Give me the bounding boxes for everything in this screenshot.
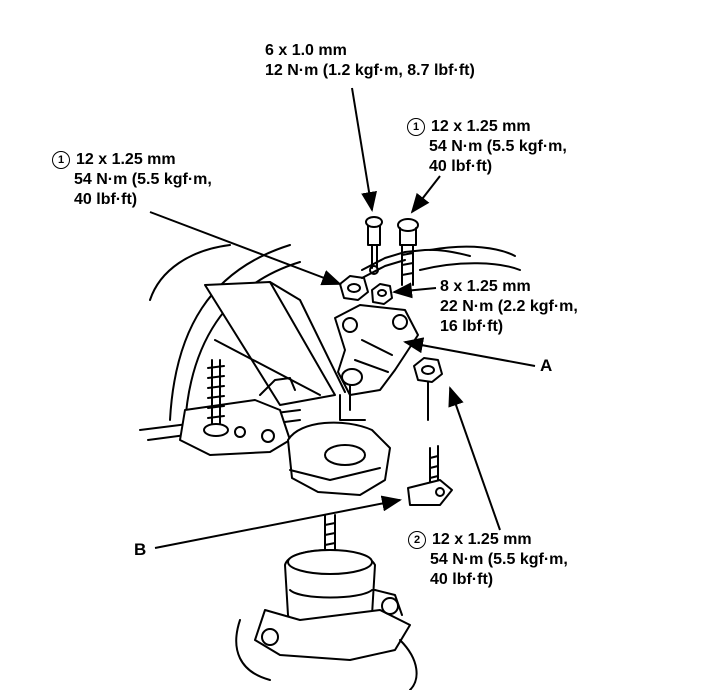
top-bolt-torque: 12 N·m (1.2 kgf·m, 8.7 lbf·ft) xyxy=(265,62,475,79)
upper-right-bolt-callout: 1 12 x 1.25 mm 54 N·m (5.5 kgf·m, 40 lbf·ft… xyxy=(407,117,567,177)
mid-nut-size: 8 x 1.25 mm xyxy=(440,278,531,295)
top-bolt-callout: 6 x 1.0 mm 12 N·m (1.2 kgf·m, 8.7 lbf·ft) xyxy=(265,41,475,81)
mid-nut-torque-lbf: 16 lbf·ft) xyxy=(440,318,504,335)
upper-right-bolt xyxy=(397,218,419,286)
part-label-a: A xyxy=(540,356,553,375)
upper-right-bolt-torque-lbf: 40 lbf·ft) xyxy=(429,158,493,175)
lower-right-nut-size: 12 x 1.25 mm xyxy=(432,531,532,548)
mid-nut-torque: 22 N·m (2.2 kgf·m, xyxy=(440,298,578,315)
frame-bracket xyxy=(179,359,296,456)
flange-nut-right xyxy=(413,357,443,421)
upper-right-bolt-torque: 54 N·m (5.5 kgf·m, xyxy=(429,138,567,155)
bracket-a xyxy=(334,304,419,421)
top-bolt-size: 6 x 1.0 mm xyxy=(265,42,347,59)
ground-cable xyxy=(361,248,471,279)
callout-marker-1: 1 xyxy=(52,151,70,169)
left-nut-size: 12 x 1.25 mm xyxy=(76,151,176,168)
left-nut-torque-lbf: 40 lbf·ft) xyxy=(74,191,138,208)
lower-right-nut-torque: 54 N·m (5.5 kgf·m, xyxy=(430,551,568,568)
lower-right-nut-callout: 2 12 x 1.25 mm 54 N·m (5.5 kgf·m, 40 lbf·ft… xyxy=(408,530,568,590)
lower-right-nut-torque-lbf: 40 lbf·ft) xyxy=(430,571,494,588)
leader-lines xyxy=(149,87,536,549)
callout-marker-2: 2 xyxy=(408,531,426,549)
mount-cushion xyxy=(287,421,391,496)
flange-nut-left xyxy=(339,275,369,301)
lower-engine-mount xyxy=(235,514,418,690)
left-nut-callout: 1 12 x 1.25 mm 54 N·m (5.5 kgf·m, 40 lbf·ft… xyxy=(52,150,212,210)
left-nut-torque: 54 N·m (5.5 kgf·m, xyxy=(74,171,212,188)
bracket-b-bolt xyxy=(407,445,453,506)
upper-right-bolt-size: 12 x 1.25 mm xyxy=(431,118,531,135)
mid-nut-callout: 8 x 1.25 mm 22 N·m (2.2 kgf·m, 16 lbf·ft) xyxy=(440,277,578,337)
flange-nut-mid xyxy=(371,283,393,305)
part-label-b: B xyxy=(134,540,147,559)
callout-marker-1: 1 xyxy=(407,118,425,136)
